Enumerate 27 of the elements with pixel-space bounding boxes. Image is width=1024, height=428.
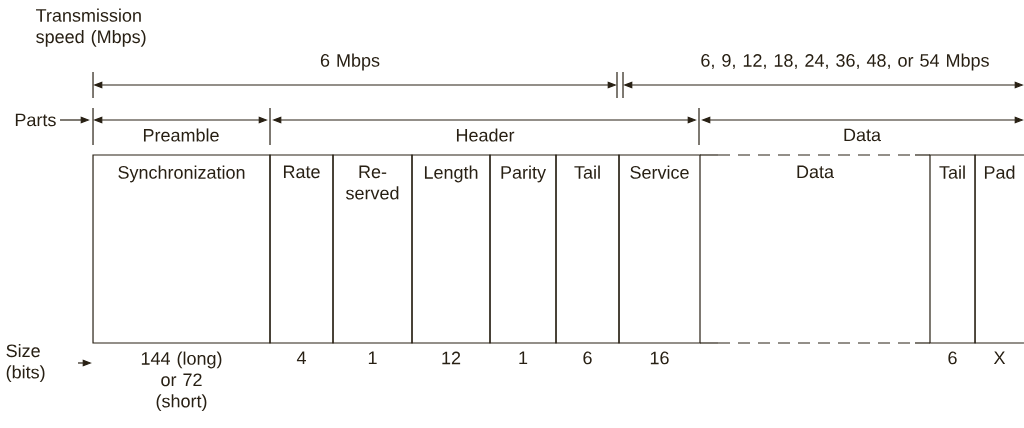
part-label: Preamble [144,128,219,142]
part-label: Data [844,128,881,142]
field-cell: Tail [555,154,620,344]
axis-title: Transmission speed (Mbps) [36,8,146,47]
size-label: 1 [519,351,528,364]
size-label: 16 [650,351,669,365]
field-cell: Service [618,154,701,344]
field-cell: Re- served [332,154,413,344]
size-label: 144 (long) or 72 (short) [141,351,222,411]
field-cell: Parity [489,154,557,344]
speed-label: 6 Mbps [320,53,380,71]
field-cell: Rate [269,154,334,344]
size-label: X [993,351,1006,364]
part-label: Header [456,128,515,142]
size-label: 4 [296,351,306,364]
field-cell: Pad [974,154,1024,344]
field-cell: Tail [929,154,976,344]
speed-label: 6, 9, 12, 18, 24, 36, 48, or 54 Mbps [701,53,989,71]
size-label: 6 [948,351,957,365]
field-cell: Data [699,154,931,344]
size-label: 1 [368,351,377,364]
size-label: 6 [583,351,592,365]
size-label: 12 [442,351,461,365]
row-label: Parts [15,113,56,127]
row-label: Size (bits) [6,343,45,383]
field-cell: Synchronization [92,154,271,344]
field-cell: Length [411,154,491,344]
